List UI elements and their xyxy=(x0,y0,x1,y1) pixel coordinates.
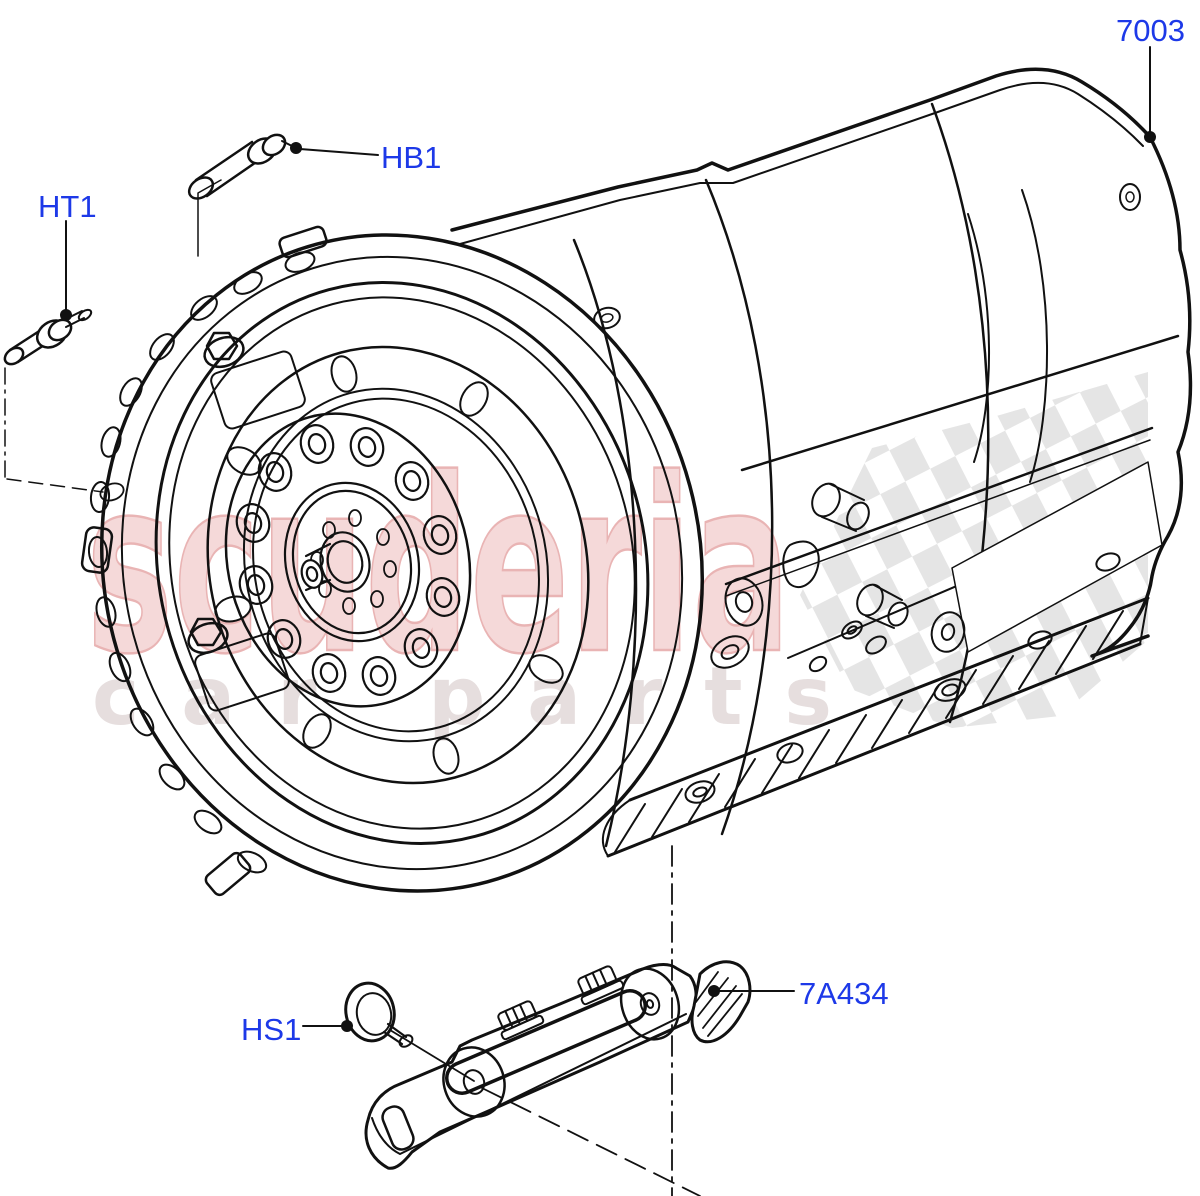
callout-hs1[interactable]: HS1 xyxy=(241,1012,301,1047)
stud-ht1 xyxy=(3,308,93,366)
callout-7a434[interactable]: 7A434 xyxy=(799,976,889,1011)
leader-lines xyxy=(4,46,1151,1196)
oil-pan-hatch xyxy=(602,596,1150,858)
bell-housing-flange xyxy=(80,225,705,897)
converter-hub xyxy=(300,531,371,593)
callout-hb1[interactable]: HB1 xyxy=(381,140,441,175)
mount-bracket-7a434 xyxy=(364,960,752,1170)
solenoid-cluster xyxy=(710,482,966,673)
flange-hex-bolt-lower xyxy=(187,617,290,712)
flywheel-washer-ring xyxy=(224,412,472,708)
bracket-end-piece xyxy=(690,960,752,1044)
flange-hex-bolt-upper xyxy=(203,331,306,430)
screw-hs1 xyxy=(344,981,414,1048)
torque-converter xyxy=(154,281,650,845)
bracket-clip-nut xyxy=(577,965,625,1006)
diagonal-dash-line xyxy=(481,1087,701,1196)
bracket-clip-nut xyxy=(497,1000,545,1041)
breather-cap xyxy=(593,306,621,330)
leader-dots xyxy=(60,131,1156,1032)
bolt-hb1 xyxy=(187,133,293,200)
callout-7003[interactable]: 7003 xyxy=(1116,13,1185,48)
callout-ht1[interactable]: HT1 xyxy=(38,189,97,224)
watermark-brand: scuderia xyxy=(86,427,791,707)
